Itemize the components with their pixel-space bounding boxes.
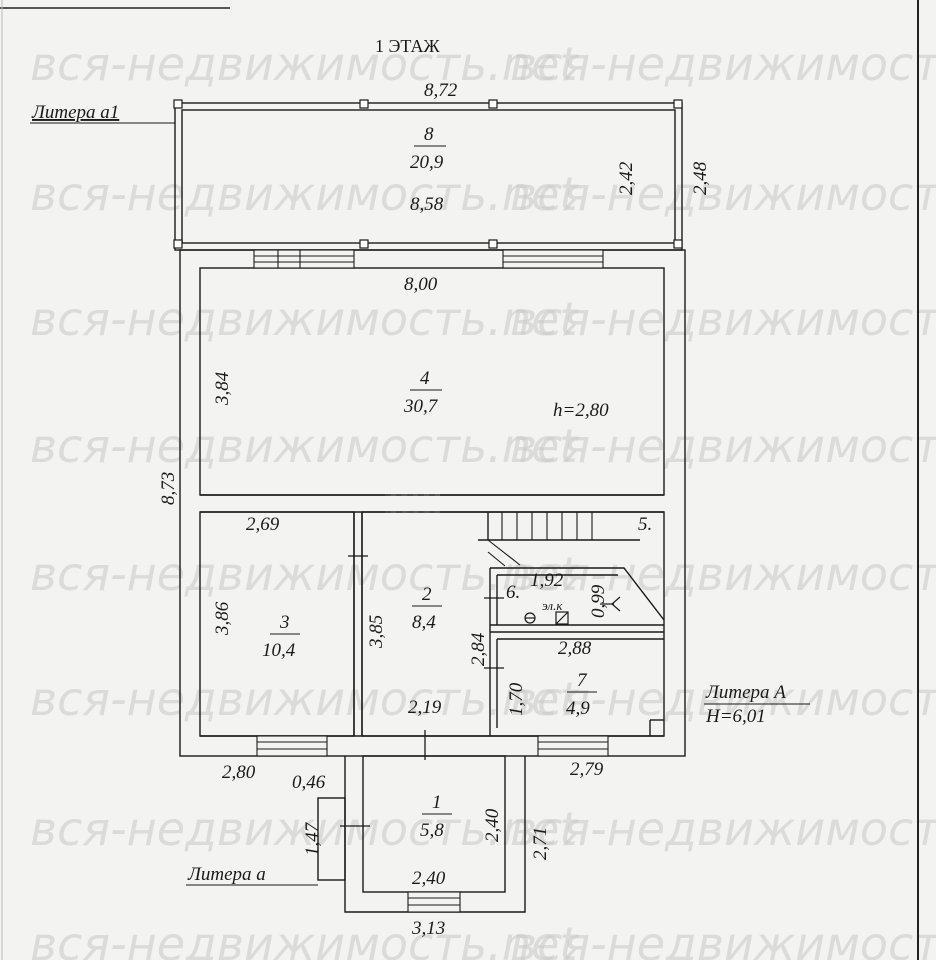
dimensions-vertical: 2,42 2,48 3,84 8,73 3,86 3,85 0,99 2,84 … [158,161,711,860]
dim-2-69: 2,69 [246,514,280,535]
room-2-number: 2 [422,584,432,605]
dim-2-71: 2,71 [530,827,551,860]
dim-2-79: 2,79 [570,759,604,780]
watermark: вся-недвижимость.net [510,167,936,221]
watermark: вся-недвижимость.net [30,802,579,856]
room-8-number: 8 [424,124,434,145]
dim-2-42: 2,42 [616,161,637,195]
room-6-marker: 6. [506,582,520,603]
ceiling-height: h=2,80 [553,400,609,421]
watermark: вся-недвижимость.net [30,419,579,473]
litera-A-height: H=6,01 [705,706,766,727]
dim-3-85: 3,85 [366,615,387,649]
watermark: вся-недвижимость.net [30,37,579,91]
dim-2-48: 2,48 [690,161,711,195]
door-ticks [340,555,504,827]
dim-3-84: 3,84 [212,371,233,406]
dim-0-46: 0,46 [292,772,326,793]
dim-8-58: 8,58 [410,194,444,215]
room-3-number: 3 [279,612,290,633]
dim-2-80: 2,80 [222,762,256,783]
dim-8-72: 8,72 [424,80,458,101]
dim-8-00: 8,00 [404,274,438,295]
watermark: вся-недвижимость.net [510,37,936,91]
room-5-marker: 5. [638,514,652,535]
dim-1-92: 1,92 [530,570,564,591]
walls [174,102,686,913]
windows [253,249,609,913]
dim-1-70: 1,70 [506,682,527,716]
doorway [385,494,440,513]
watermark: вся-недвижимость.net [30,547,579,601]
watermark: вся-недвижимость.net [510,292,936,346]
room-2-area: 8,4 [412,612,436,633]
watermark: вся-недвижимость.net [30,292,579,346]
dim-2-19: 2,19 [408,697,442,718]
electric-box-label: эл.к [542,598,563,613]
watermark: вся-недвижимость.net [510,419,936,473]
dim-3-86: 3,86 [212,601,233,636]
watermark: вся-недвижимость.net [510,672,936,726]
dim-0-99: 0,99 [588,584,609,618]
page-title: 1 ЭТАЖ [375,36,440,56]
watermark: вся-недвижимость.net [510,802,936,856]
room-4-number: 4 [420,368,430,389]
watermark-layer: вся-недвижимость.net вся-недвижимость.ne… [30,37,936,960]
watermark: вся-недвижимость.net [30,672,579,726]
room-7-number: 7 [577,670,588,691]
dim-2-84: 2,84 [468,632,489,666]
dim-2-88: 2,88 [558,638,592,659]
room-1-area: 5,8 [420,820,444,841]
dim-3-13: 3,13 [411,918,445,939]
dimensions-horizontal: 8,72 8,58 8,00 2,69 1,92 2,88 2,19 2,80 … [222,80,604,939]
stair-treads [487,512,593,567]
litera-a-label: Литера а [187,864,266,885]
room-1-number: 1 [432,792,442,813]
dim-1-47: 1,47 [302,821,323,856]
electric-box [524,596,621,625]
watermark: вся-недвижимость.net [510,917,936,960]
dim-8-73: 8,73 [158,472,179,505]
dim-2-40-side: 2,40 [482,808,503,842]
room-4-area: 30,7 [403,396,439,417]
litera-A-label: Литера А [705,682,786,703]
watermark: вся-недвижимость.net [510,547,936,601]
room-7-area: 4,9 [566,698,590,719]
terrace-posts [173,99,683,249]
room-3-area: 10,4 [262,640,296,661]
room-labels: 8 20,9 4 30,7 3 10,4 2 8,4 7 4,9 1 5,8 [262,124,597,841]
watermark: вся-недвижимость.net [30,917,579,960]
dim-2-40-bottom: 2,40 [412,868,446,889]
room-8-area: 20,9 [410,152,444,173]
watermark: вся-недвижимость.net [30,167,579,221]
litera-a1-label: Литера а1 [31,102,119,123]
